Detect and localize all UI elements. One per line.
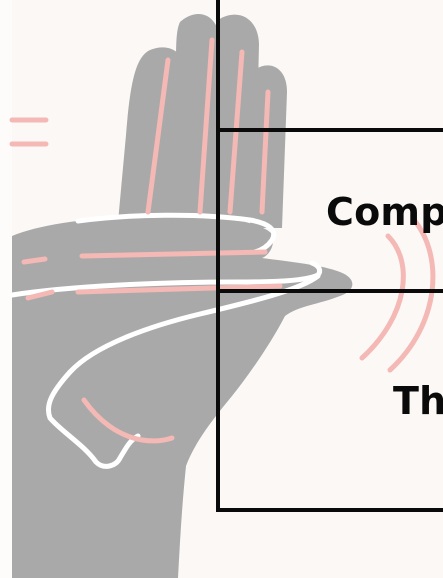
table-row-1-label: Comp: [326, 190, 443, 234]
sound-wave-icon: [362, 220, 433, 370]
hand-stop-icon: [12, 14, 352, 578]
hand-palm: [12, 215, 352, 578]
table-row-2-label: Th: [393, 379, 443, 423]
sound-wave-arc-inner: [362, 236, 403, 358]
thumb-accent-1: [24, 259, 45, 262]
